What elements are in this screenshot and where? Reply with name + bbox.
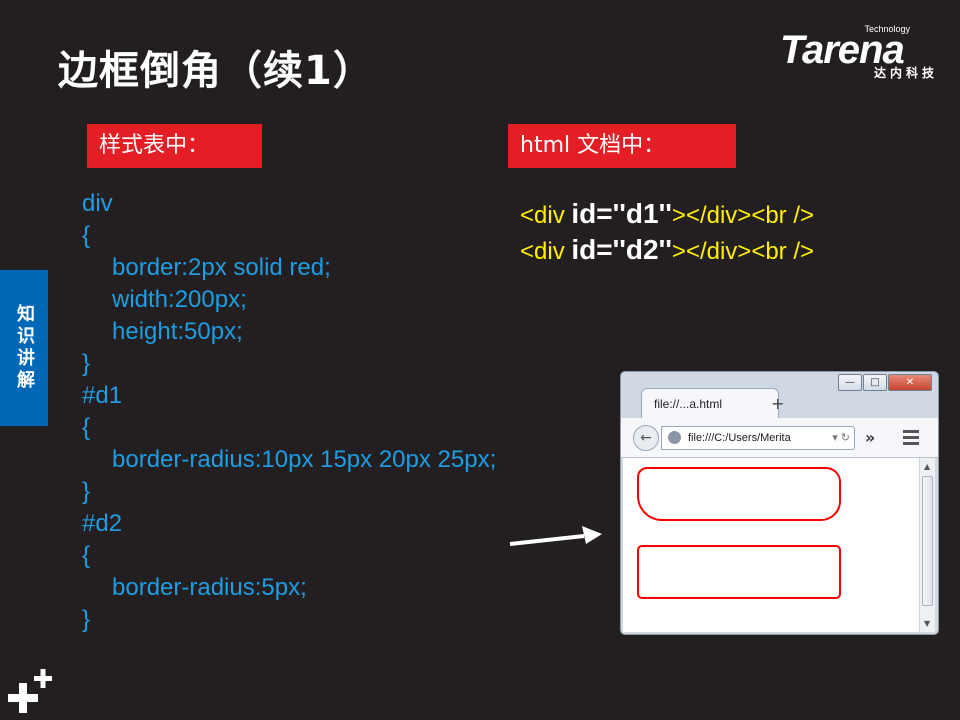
html-tag-close: ></div><br /> (671, 238, 815, 265)
back-button[interactable]: ← (633, 425, 659, 451)
scroll-up-icon[interactable]: ▲ (924, 462, 931, 471)
code-line: { (82, 414, 91, 441)
window-controls: — □ ✕ (837, 374, 932, 391)
code-line: border:2px solid red; (112, 254, 331, 281)
side-tab: 知识讲解 (0, 270, 48, 426)
code-line: #d2 (82, 510, 123, 537)
reload-icon[interactable]: ▾ ↻ (830, 427, 850, 449)
code-line: div (82, 190, 113, 217)
html-line-d2: <div id=''d2''></div><br /> (520, 232, 814, 268)
code-line: border-radius:10px 15px 20px 25px; (112, 446, 497, 473)
side-tab-label: 知识讲解 (14, 304, 35, 392)
html-attr: id=''d1'' (571, 198, 672, 229)
code-line: } (82, 478, 91, 505)
code-line: height:50px; (112, 318, 243, 345)
code-line: width:200px; (112, 286, 247, 313)
tarena-logo: Technology Tarena 达内科技 (780, 22, 950, 84)
html-tag-open: <div (520, 238, 572, 265)
logo-tagline: Technology (864, 24, 910, 34)
css-code-block: div { border:2px solid red; width:200px;… (82, 188, 496, 636)
code-line: { (82, 542, 91, 569)
code-line: border-radius:5px; (112, 574, 307, 601)
slide-title: 边框倒角（续1） (58, 48, 374, 94)
plus-logo-icon (8, 669, 52, 713)
browser-window: — □ ✕ file://...a.html + ← file:///C:/Us… (620, 371, 939, 635)
logo-chinese: 达内科技 (873, 66, 938, 80)
html-label: html 文档中： (508, 124, 736, 168)
logo-wordmark: Tarena (780, 28, 905, 72)
code-line: } (82, 350, 91, 377)
code-line: { (82, 222, 91, 249)
menu-icon[interactable] (903, 430, 919, 448)
html-attr: id=''d2'' (571, 234, 672, 265)
url-text: file:///C:/Users/Merita (688, 432, 791, 444)
div-d2-box (637, 545, 841, 599)
browser-tab[interactable]: file://...a.html (641, 388, 779, 418)
html-tag-open: <div (520, 202, 572, 229)
html-code-block: <div id=''d1''></div><br /> <div id=''d2… (520, 196, 814, 268)
scroll-down-icon[interactable]: ▼ (924, 619, 931, 628)
code-line: #d1 (82, 382, 123, 409)
minimize-button[interactable]: — (838, 374, 862, 391)
scroll-thumb[interactable] (922, 476, 933, 606)
url-bar[interactable]: file:///C:/Users/Merita ▾ ↻ (661, 426, 855, 450)
vertical-scrollbar[interactable]: ▲ ▼ (919, 458, 935, 632)
close-button[interactable]: ✕ (888, 374, 932, 391)
div-d1-box (637, 467, 841, 521)
navigation-bar: ← file:///C:/Users/Merita ▾ ↻ » (621, 418, 938, 458)
html-line-d1: <div id=''d1''></div><br /> (520, 196, 814, 232)
overflow-chevron-icon[interactable]: » (865, 428, 876, 447)
globe-icon (668, 431, 681, 444)
code-line: } (82, 606, 91, 633)
arrow-icon (509, 526, 602, 546)
maximize-button[interactable]: □ (863, 374, 887, 391)
page-viewport (623, 458, 919, 632)
new-tab-button[interactable]: + (771, 394, 785, 413)
css-label: 样式表中： (87, 124, 262, 168)
html-tag-close: ></div><br /> (671, 202, 815, 229)
